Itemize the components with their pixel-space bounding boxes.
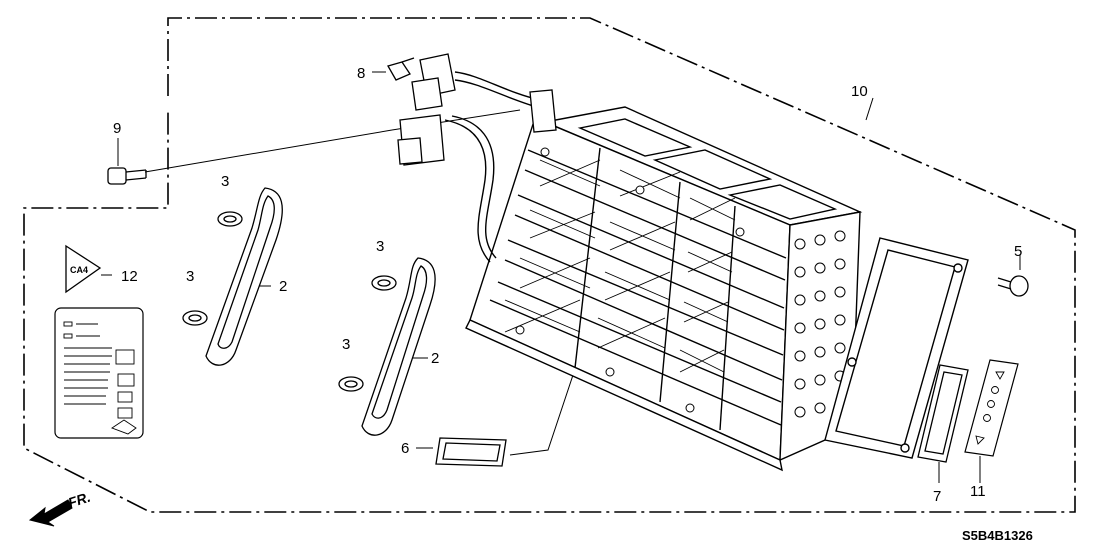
caution-sticker bbox=[54, 307, 144, 439]
callout-3-c: 3 bbox=[376, 238, 384, 255]
direction-label: FR. bbox=[66, 489, 92, 511]
label-7 bbox=[917, 364, 969, 463]
callout-7: 7 bbox=[933, 488, 941, 505]
seal bbox=[435, 437, 507, 467]
callout-9: 9 bbox=[113, 120, 121, 137]
part-code: S5B4B1326 bbox=[962, 528, 1033, 543]
callout-3-a: 3 bbox=[221, 173, 229, 190]
callout-3-b: 3 bbox=[186, 268, 194, 285]
label-tag-text: CA4 bbox=[70, 265, 88, 275]
leader-lines bbox=[101, 71, 1021, 483]
callout-6: 6 bbox=[401, 440, 409, 457]
strap-right bbox=[361, 257, 436, 436]
callout-2-right: 2 bbox=[431, 350, 439, 367]
assembly-boundary bbox=[23, 17, 1076, 513]
bolt bbox=[107, 167, 147, 185]
callout-10: 10 bbox=[851, 83, 868, 100]
callout-8: 8 bbox=[357, 65, 365, 82]
front-direction-arrow-icon bbox=[28, 499, 73, 527]
strap-left bbox=[205, 187, 283, 366]
harness-clip bbox=[387, 57, 415, 81]
cover-plate bbox=[824, 237, 969, 459]
label-tag-12 bbox=[65, 244, 102, 294]
caution-label-11 bbox=[964, 359, 1019, 457]
callout-5: 5 bbox=[1014, 243, 1022, 260]
callout-11: 11 bbox=[970, 483, 986, 500]
callout-labels: 2 2 3 3 3 3 5 6 7 8 9 10 11 12 bbox=[113, 65, 1022, 505]
callout-12: 12 bbox=[121, 268, 138, 285]
grommets bbox=[182, 211, 397, 392]
screw bbox=[997, 275, 1029, 297]
callout-2-left: 2 bbox=[279, 278, 287, 295]
callout-3-d: 3 bbox=[342, 336, 350, 353]
battery-module-frame bbox=[465, 106, 863, 472]
wire-harness bbox=[397, 53, 557, 263]
